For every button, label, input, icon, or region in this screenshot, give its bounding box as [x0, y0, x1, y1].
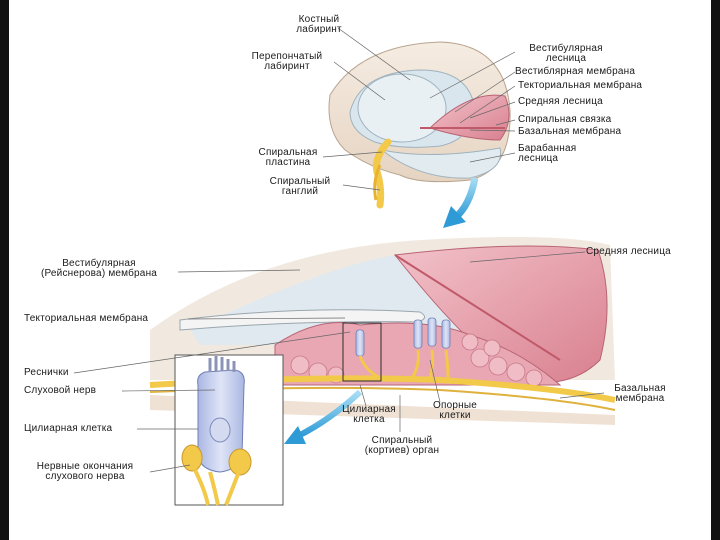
label-nerve-endings: Нервные окончания слухового нерва: [22, 462, 148, 482]
label-auditory-nerve: Слуховой нерв: [24, 386, 96, 396]
label-ciliary-cell-line2: клетка: [340, 415, 398, 425]
label-reissner-membrane-line2: (Рейснерова) мембрана: [24, 269, 174, 279]
label-spiral-ligament: Спиральная связка: [518, 115, 611, 125]
label-tectorial-membrane-top: Текториальная мембрана: [518, 81, 642, 91]
label-vestibular-membrane: Вестиблярная мембрана: [515, 67, 635, 77]
label-scala-vestibuli: Вестибулярная лесница: [513, 44, 619, 64]
label-nerve-endings-line2: слухового нерва: [22, 472, 148, 482]
label-supporting-cells-line2: клетки: [425, 411, 485, 421]
label-organ-of-corti-line2: (кортиев) орган: [356, 446, 448, 456]
label-spiral-lamina-line2: пластина: [248, 158, 328, 168]
label-basilar-membrane-mid: Базальная мембрана: [605, 384, 675, 404]
zoom-arrow-top: [455, 178, 475, 218]
label-membranous-labyrinth: Перепончатый лабиринт: [239, 52, 335, 72]
label-ciliary-cell: Цилиарная клетка: [340, 405, 398, 425]
label-tectorial-membrane-mid: Текториальная мембрана: [24, 314, 148, 324]
label-basilar-membrane-top: Базальная мембрана: [518, 127, 621, 137]
label-cilia: Реснички: [24, 368, 69, 378]
label-membranous-labyrinth-line2: лабиринт: [239, 62, 335, 72]
label-reissner-membrane: Вестибулярная (Рейснерова) мембрана: [24, 259, 174, 279]
hair-cell-inset: [175, 355, 283, 505]
label-spiral-ganglion-line2: ганглий: [255, 187, 345, 197]
label-scala-media-mid: Средняя лесница: [586, 247, 671, 257]
label-scala-tympani: Барабанная лесница: [518, 144, 576, 164]
label-spiral-lamina: Спиральная пластина: [248, 148, 328, 168]
label-bony-labyrinth: Костный лабиринт: [276, 15, 362, 35]
label-bony-labyrinth-line2: лабиринт: [276, 25, 362, 35]
label-scala-media-top: Средняя лесница: [518, 97, 603, 107]
label-basilar-membrane-mid-line2: мембрана: [605, 394, 675, 404]
label-supporting-cells: Опорные клетки: [425, 401, 485, 421]
label-scala-tympani-line2: лесница: [518, 154, 576, 164]
label-spiral-ganglion: Спиральный ганглий: [255, 177, 345, 197]
cochlea-cross-section: [329, 42, 510, 205]
label-organ-of-corti: Спиральный (кортиев) орган: [356, 436, 448, 456]
label-scala-vestibuli-line2: лесница: [513, 54, 619, 64]
label-hair-cell: Цилиарная клетка: [24, 424, 112, 434]
